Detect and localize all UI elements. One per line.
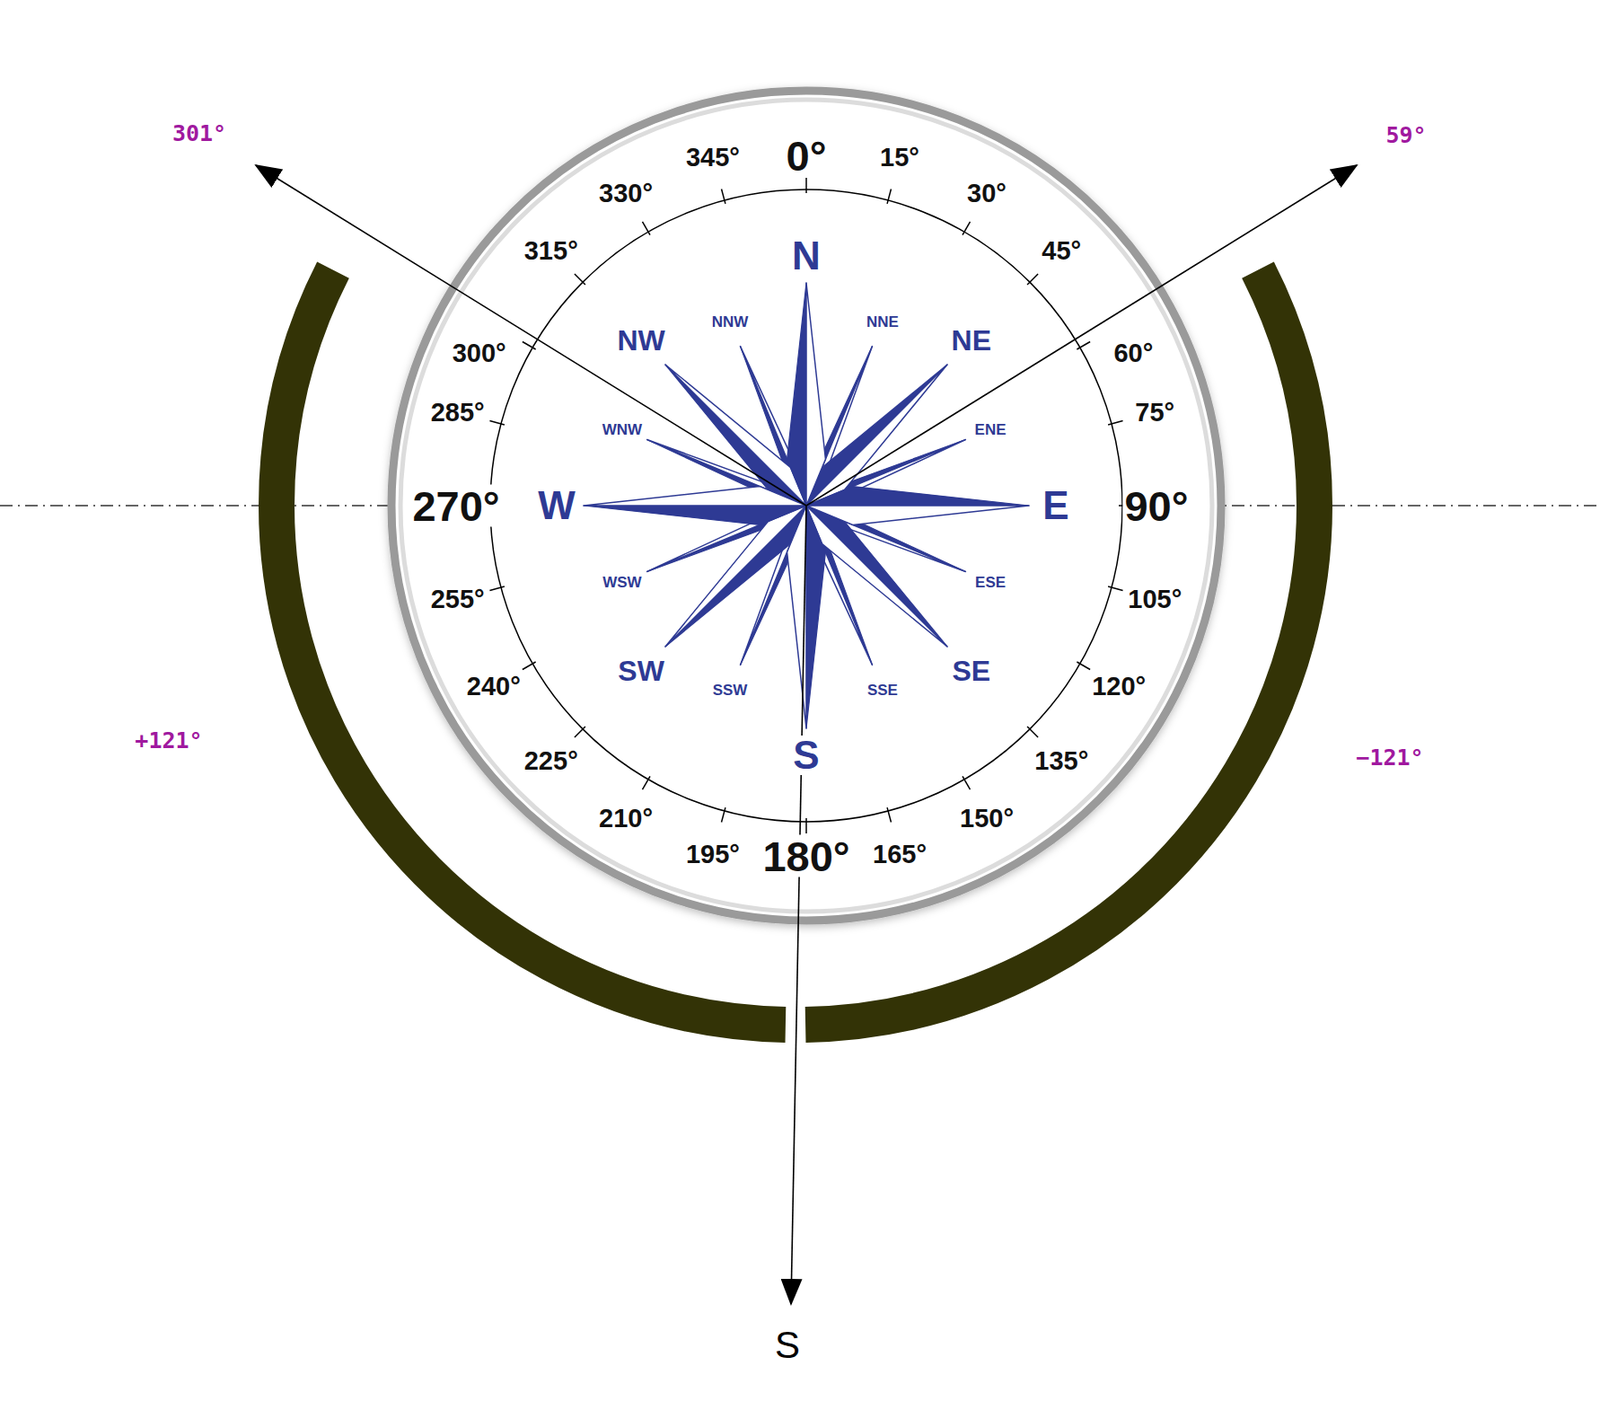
cardinal-bearing: 180°	[760, 835, 852, 878]
rose-point	[806, 505, 948, 647]
rose-point	[665, 364, 807, 506]
bearing-label: 300°	[450, 340, 509, 367]
bearing-label: 120°	[1090, 673, 1148, 700]
rose-point	[806, 364, 948, 506]
bearing-label: 45°	[1039, 237, 1083, 264]
bearing-label: 105°	[1125, 586, 1184, 613]
angle-annotation: 301°	[170, 122, 229, 145]
rose-point	[665, 505, 807, 647]
rose-point	[583, 505, 807, 525]
compass-point-label: NE	[949, 325, 994, 355]
compass-point-label: SSE	[865, 682, 900, 698]
compass-point-label: S	[791, 735, 821, 775]
scale-tick	[642, 221, 651, 236]
compass-point-label: SE	[950, 656, 994, 686]
scale-tick	[721, 188, 726, 203]
scale-tick	[1027, 726, 1038, 738]
scale-tick	[1076, 342, 1091, 351]
scale-tick	[522, 661, 537, 670]
compass-point-label: SW	[615, 656, 667, 686]
bearing-label: 315°	[522, 237, 581, 264]
direction-label: S	[773, 1326, 802, 1364]
scale-tick	[1076, 661, 1091, 670]
cardinal-bearing: 270°	[410, 484, 502, 528]
scale-tick	[805, 817, 808, 834]
rose-point	[665, 364, 807, 506]
scale-tick	[574, 726, 586, 738]
compass-point-label: NNE	[864, 313, 901, 329]
bearing-label: 165°	[870, 841, 929, 868]
bearing-label: 135°	[1032, 747, 1091, 774]
compass-point-label: ESE	[973, 573, 1008, 590]
angle-annotation: −121°	[1353, 746, 1425, 769]
rose-point	[806, 505, 1029, 525]
scale-tick	[1027, 273, 1038, 285]
scale-tick	[489, 586, 504, 590]
angle-annotation: +121°	[132, 729, 204, 752]
compass-point-label: NW	[615, 325, 667, 355]
compass-point-label: SSW	[711, 682, 750, 698]
scale-tick	[1107, 421, 1123, 425]
bearing-label: 285°	[429, 398, 487, 425]
scale-tick	[962, 775, 971, 790]
compass-point-label: W	[536, 485, 578, 526]
bearing-label: 255°	[429, 586, 487, 613]
scale-tick	[887, 807, 891, 822]
cardinal-bearing: 0°	[784, 134, 829, 177]
rose-point	[665, 505, 807, 647]
bearing-label: 15°	[878, 143, 922, 170]
bearing-label: 195°	[684, 841, 742, 868]
direction-arrow	[255, 165, 807, 506]
bearing-label: 75°	[1133, 398, 1177, 425]
scale-tick	[805, 177, 808, 194]
scale-tick	[962, 221, 971, 236]
compass-point-label: WNW	[600, 421, 644, 438]
bearing-label: 240°	[465, 673, 523, 700]
bearing-label: 330°	[597, 179, 655, 206]
bearing-label: 150°	[958, 805, 1016, 832]
direction-arrow	[806, 165, 1357, 506]
scale-tick	[489, 421, 504, 425]
compass-point-label: WSW	[600, 573, 643, 590]
scale-tick	[1107, 586, 1123, 590]
scale-tick	[721, 807, 726, 822]
bearing-label: 60°	[1111, 340, 1155, 367]
bearing-label: 210°	[597, 805, 655, 832]
direction-arrow	[791, 505, 807, 1304]
scale-tick	[574, 273, 586, 285]
compass-point-label: N	[790, 236, 823, 276]
cardinal-bearing: 90°	[1122, 484, 1190, 528]
bearing-label: 30°	[965, 179, 1009, 206]
angle-annotation: 59°	[1383, 123, 1428, 147]
bearing-label: 225°	[522, 747, 581, 774]
scale-tick	[522, 342, 537, 351]
rose-point	[806, 505, 826, 729]
bearing-label: 345°	[684, 143, 742, 170]
scale-tick	[887, 188, 891, 203]
scale-tick	[642, 775, 651, 790]
rose-point	[806, 364, 948, 506]
rose-point	[787, 282, 807, 506]
compass-point-label: ENE	[973, 421, 1009, 438]
rose-point	[806, 486, 1029, 506]
compass-point-label: NNW	[710, 313, 751, 329]
rose-point	[583, 486, 807, 506]
compass-point-label: E	[1040, 485, 1071, 526]
rose-point	[806, 282, 826, 506]
rose-point	[806, 505, 948, 647]
rose-point	[787, 505, 807, 729]
